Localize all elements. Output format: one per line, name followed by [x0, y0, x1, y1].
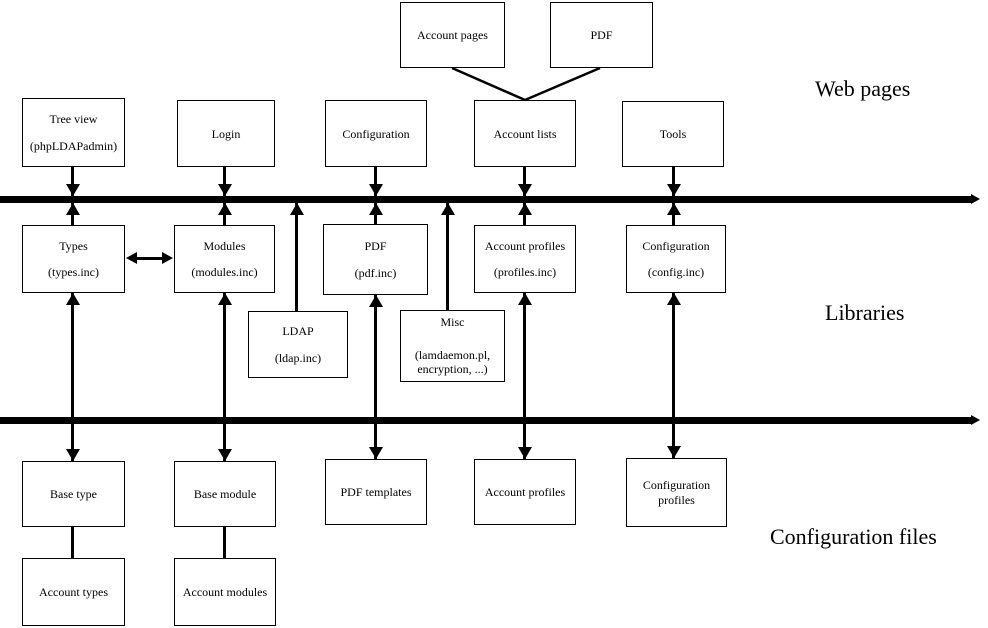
arrowhead-up-icon: [518, 203, 532, 215]
arrowhead-up-icon: [218, 293, 232, 305]
arrowhead-up-icon: [218, 203, 232, 215]
node-label: Configuration: [642, 477, 711, 492]
node-label: Base type: [50, 487, 97, 501]
connector-types-base-type: [71, 293, 74, 461]
node-sublabel: (types.inc): [48, 265, 99, 280]
node-sublabel: profiles: [658, 492, 695, 507]
node-pdf-lib: PDF (pdf.inc): [323, 224, 428, 295]
connector-pdf-lib-pdf-templates: [374, 295, 377, 459]
node-misc: Misc (lamdaemon.pl, encryption, ...): [400, 310, 505, 382]
arrowhead-up-icon: [667, 293, 681, 305]
node-sublabel: (pdf.inc): [354, 266, 397, 281]
node-account-types: Account types: [22, 558, 125, 626]
arrowhead-left-icon: [126, 252, 137, 264]
node-label: Account types: [39, 585, 108, 599]
connector-tree-view-bus: [71, 167, 74, 196]
node-label: PDF: [590, 28, 613, 42]
arrowhead-up-icon: [441, 203, 455, 215]
arrowhead-down-icon: [667, 446, 681, 458]
node-sublabel: (profiles.inc): [493, 265, 557, 280]
node-sublabel: (modules.inc): [191, 265, 258, 280]
node-pdf-templates: PDF templates: [325, 459, 427, 525]
node-pdf-page: PDF: [550, 2, 653, 68]
connector-account-profiles-lib-cfg: [523, 293, 526, 459]
connector-base-module-account-modules: [223, 527, 226, 558]
node-label: PDF templates: [340, 485, 412, 499]
node-sublabel: encryption, ...): [417, 362, 488, 376]
node-account-profiles-cfg: Account profiles: [474, 459, 576, 525]
node-label: Account profiles: [484, 238, 566, 253]
node-label: Tree view: [49, 112, 98, 126]
arrowhead-down-icon: [369, 184, 383, 196]
arrowhead-down-icon: [369, 447, 383, 459]
node-account-lists: Account lists: [474, 100, 576, 167]
node-label: Account lists: [493, 126, 557, 141]
node-login: Login: [177, 100, 275, 167]
node-label: Account modules: [182, 585, 268, 599]
node-sublabel: (phpLDAPadmin): [29, 139, 118, 153]
arrowhead-down-icon: [667, 184, 681, 196]
connector-modules-base-module: [223, 293, 226, 461]
node-sublabel: (lamdaemon.pl,: [414, 348, 491, 362]
arrowhead-up-icon: [290, 203, 304, 215]
arrowhead-down-icon: [218, 184, 232, 196]
node-types: Types (types.inc): [22, 225, 125, 293]
arrowhead-up-icon: [369, 295, 383, 307]
section-label-libraries: Libraries: [825, 300, 905, 325]
section-label-configuration-files: Configuration files: [770, 524, 937, 549]
arrowhead-down-icon: [518, 184, 532, 196]
connector-account-pages-to-account-lists: [451, 66, 601, 102]
node-label: PDF: [364, 238, 387, 253]
arrowhead-up-icon: [518, 293, 532, 305]
arrowhead-up-icon: [66, 293, 80, 305]
bus-web-libraries: [0, 196, 971, 203]
arrowhead-up-icon: [667, 203, 681, 215]
node-tree-view: Tree view (phpLDAPadmin): [22, 98, 125, 167]
arrowhead-down-icon: [518, 447, 532, 459]
node-tools: Tools: [622, 101, 724, 167]
node-label: Modules: [203, 238, 246, 253]
node-account-pages: Account pages: [400, 2, 505, 68]
node-configuration-profiles: Configuration profiles: [626, 458, 727, 527]
node-configuration-lib: Configuration (config.inc): [626, 225, 726, 293]
node-label: Account pages: [417, 28, 488, 42]
connector-misc-bus: [446, 203, 449, 310]
node-sublabel: (config.inc): [647, 265, 705, 280]
node-base-module: Base module: [174, 461, 276, 527]
node-sublabel: (ldap.inc): [274, 350, 322, 365]
node-label: Types: [59, 238, 88, 253]
arrowhead-down-icon: [218, 449, 232, 461]
node-label: Tools: [659, 127, 687, 141]
connector-ldap-bus: [295, 203, 298, 311]
bus-web-libraries-tip: [971, 194, 980, 204]
connector-types-modules: [132, 257, 168, 260]
arrowhead-down-icon: [66, 449, 80, 461]
connector-base-type-account-types: [71, 527, 74, 558]
arrowhead-up-icon: [369, 203, 383, 215]
node-label: Account profiles: [484, 485, 566, 499]
arrowhead-up-icon: [66, 203, 80, 215]
node-label: Misc: [440, 315, 465, 329]
node-label: Configuration: [642, 238, 710, 253]
node-ldap: LDAP (ldap.inc): [248, 311, 348, 378]
node-account-profiles-lib: Account profiles (profiles.inc): [474, 225, 576, 293]
bus-libraries-config-tip: [971, 415, 980, 425]
node-label: LDAP: [282, 324, 314, 339]
bus-libraries-config: [0, 417, 971, 424]
section-label-web-pages: Web pages: [815, 76, 911, 101]
node-label: Configuration: [342, 126, 410, 141]
connector-login-bus: [223, 167, 226, 196]
connector-tools-bus: [672, 167, 675, 196]
connector-configuration-bus: [374, 167, 377, 196]
node-configuration-page: Configuration: [325, 100, 427, 167]
node-label: Login: [211, 126, 241, 141]
arrowhead-right-icon: [162, 252, 173, 264]
node-base-type: Base type: [22, 461, 125, 527]
node-label: Base module: [193, 487, 257, 501]
connector-account-lists-bus: [523, 167, 526, 196]
node-modules: Modules (modules.inc): [174, 225, 275, 293]
node-account-modules: Account modules: [174, 558, 276, 626]
connector-configuration-lib-profiles: [672, 293, 675, 458]
arrowhead-down-icon: [66, 184, 80, 196]
